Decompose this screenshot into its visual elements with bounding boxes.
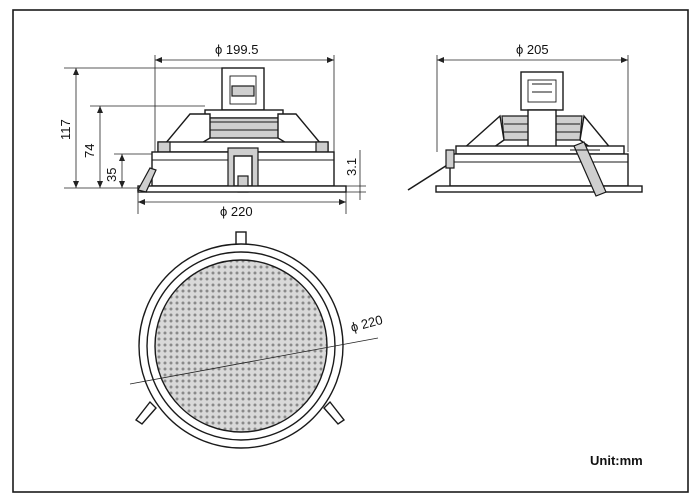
- side-view: ϕ 205: [407, 42, 643, 197]
- dimension-height-low: 35: [104, 168, 119, 182]
- drawing-frame: [12, 9, 689, 493]
- dimension-plan-diameter: ϕ 220: [349, 312, 384, 335]
- dimension-height-total: 117: [58, 119, 73, 140]
- front-view: ϕ 199.5 ϕ 220 117 74 35 3.1: [58, 42, 366, 219]
- dimension-flange-thickness: 3.1: [344, 158, 359, 176]
- dimension-front-bottom-diameter: ϕ 220: [220, 204, 253, 219]
- dimension-front-top-diameter: ϕ 199.5: [215, 42, 258, 57]
- dimension-height-mid: 74: [82, 144, 97, 158]
- plan-view: ϕ 220: [129, 231, 384, 449]
- unit-label: Unit:mm: [590, 453, 643, 468]
- dimension-side-top-diameter: ϕ 205: [516, 42, 549, 57]
